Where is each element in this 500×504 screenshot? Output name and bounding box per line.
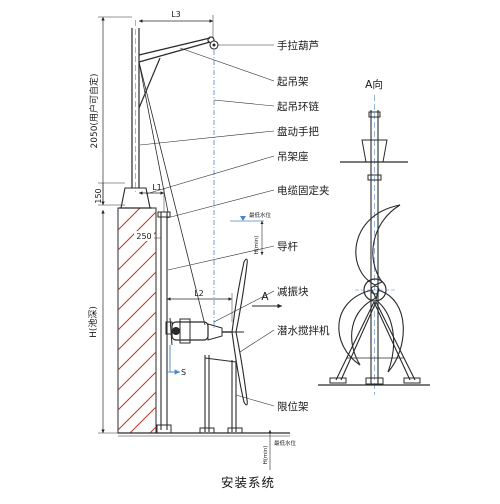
h-min-top-label: H(min) bbox=[254, 236, 260, 255]
label-damping-block: 减振块 bbox=[277, 285, 309, 298]
guide-rod bbox=[156, 211, 172, 434]
lifting-wire bbox=[138, 61, 206, 326]
diagram-caption: 安装系统 bbox=[221, 475, 275, 490]
a-view-title: A向 bbox=[365, 78, 383, 91]
mixer-bracket bbox=[165, 317, 173, 346]
mixer-unit bbox=[171, 318, 232, 344]
label-cable-clamp: 电缆固定夹 bbox=[277, 184, 330, 197]
dimension-l3: L3 bbox=[139, 10, 214, 38]
label-frame-seat: 吊架座 bbox=[277, 150, 309, 163]
l1-label: L1 bbox=[152, 183, 162, 192]
label-lifting-chain: 起吊环链 bbox=[277, 100, 319, 113]
view-arrow-a: A bbox=[252, 291, 282, 309]
frame-seat bbox=[119, 187, 152, 209]
dimension-250: 250 bbox=[134, 231, 161, 241]
l2-label: L2 bbox=[194, 289, 204, 298]
dimension-150: 150 bbox=[94, 182, 125, 206]
arrow-a-label: A bbox=[261, 291, 269, 303]
component-labels: 手拉葫芦 起吊架 起吊环链 盘动手把 吊架座 电缆固定夹 导杆 减振块 潜水搅拌… bbox=[277, 39, 330, 413]
label-limit-frame: 限位架 bbox=[277, 400, 309, 413]
min-water-bottom: H(min) 最低水位 bbox=[263, 430, 297, 470]
label-hand-wheel: 盘动手把 bbox=[277, 125, 319, 138]
dim-250-label: 250 bbox=[136, 232, 151, 241]
pool-wall bbox=[117, 207, 157, 434]
dimension-l1: L1 bbox=[139, 183, 165, 212]
s-indicator: S bbox=[166, 345, 186, 377]
a-view: A向 bbox=[318, 78, 430, 395]
dimension-l2: L2 bbox=[167, 289, 233, 322]
label-mixer: 潜水搅拌机 bbox=[277, 324, 330, 337]
dimension-height-user: 2050(用户可自定) bbox=[88, 16, 132, 205]
hoist-hook bbox=[209, 40, 219, 50]
limit-frame bbox=[199, 355, 243, 434]
label-crane-frame: 起吊架 bbox=[277, 76, 309, 88]
label-guide-rod: 导杆 bbox=[277, 240, 298, 253]
l3-label: L3 bbox=[171, 10, 181, 19]
dim-150-label: 150 bbox=[94, 188, 103, 203]
mixer-propeller bbox=[231, 258, 248, 406]
min-water-level: 最低水位 H(min) bbox=[230, 211, 272, 255]
crane-frame bbox=[131, 20, 215, 192]
dimension-pool-depth: H(池深) bbox=[87, 210, 118, 434]
crane-brace bbox=[138, 61, 169, 213]
leader-lines bbox=[139, 44, 275, 407]
min-water-top-label: 最低水位 bbox=[249, 211, 272, 219]
pool-depth-label: H(池深) bbox=[87, 306, 99, 338]
min-water-bottom-label: 最低水位 bbox=[274, 439, 297, 447]
h-min-bottom-label: H(min) bbox=[263, 446, 269, 465]
s-dimension: S bbox=[181, 368, 186, 377]
height-user-label: 2050(用户可自定) bbox=[88, 74, 100, 149]
label-hoist: 手拉葫芦 bbox=[277, 39, 319, 52]
